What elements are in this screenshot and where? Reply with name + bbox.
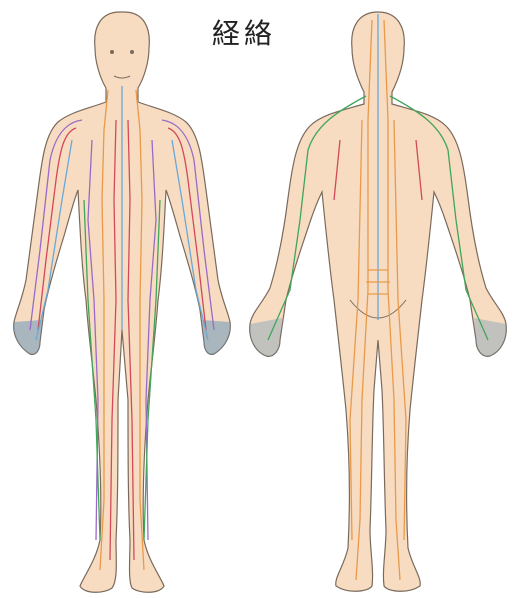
front-figure	[14, 12, 231, 592]
front-right-hand	[202, 320, 230, 354]
front-left-eye	[110, 50, 114, 54]
front-right-eye	[130, 50, 134, 54]
front-left-hand	[14, 320, 42, 354]
back-left-hand	[250, 318, 282, 356]
back-meridians	[268, 14, 488, 580]
back-right-hand	[474, 318, 506, 356]
back-figure	[250, 12, 507, 591]
